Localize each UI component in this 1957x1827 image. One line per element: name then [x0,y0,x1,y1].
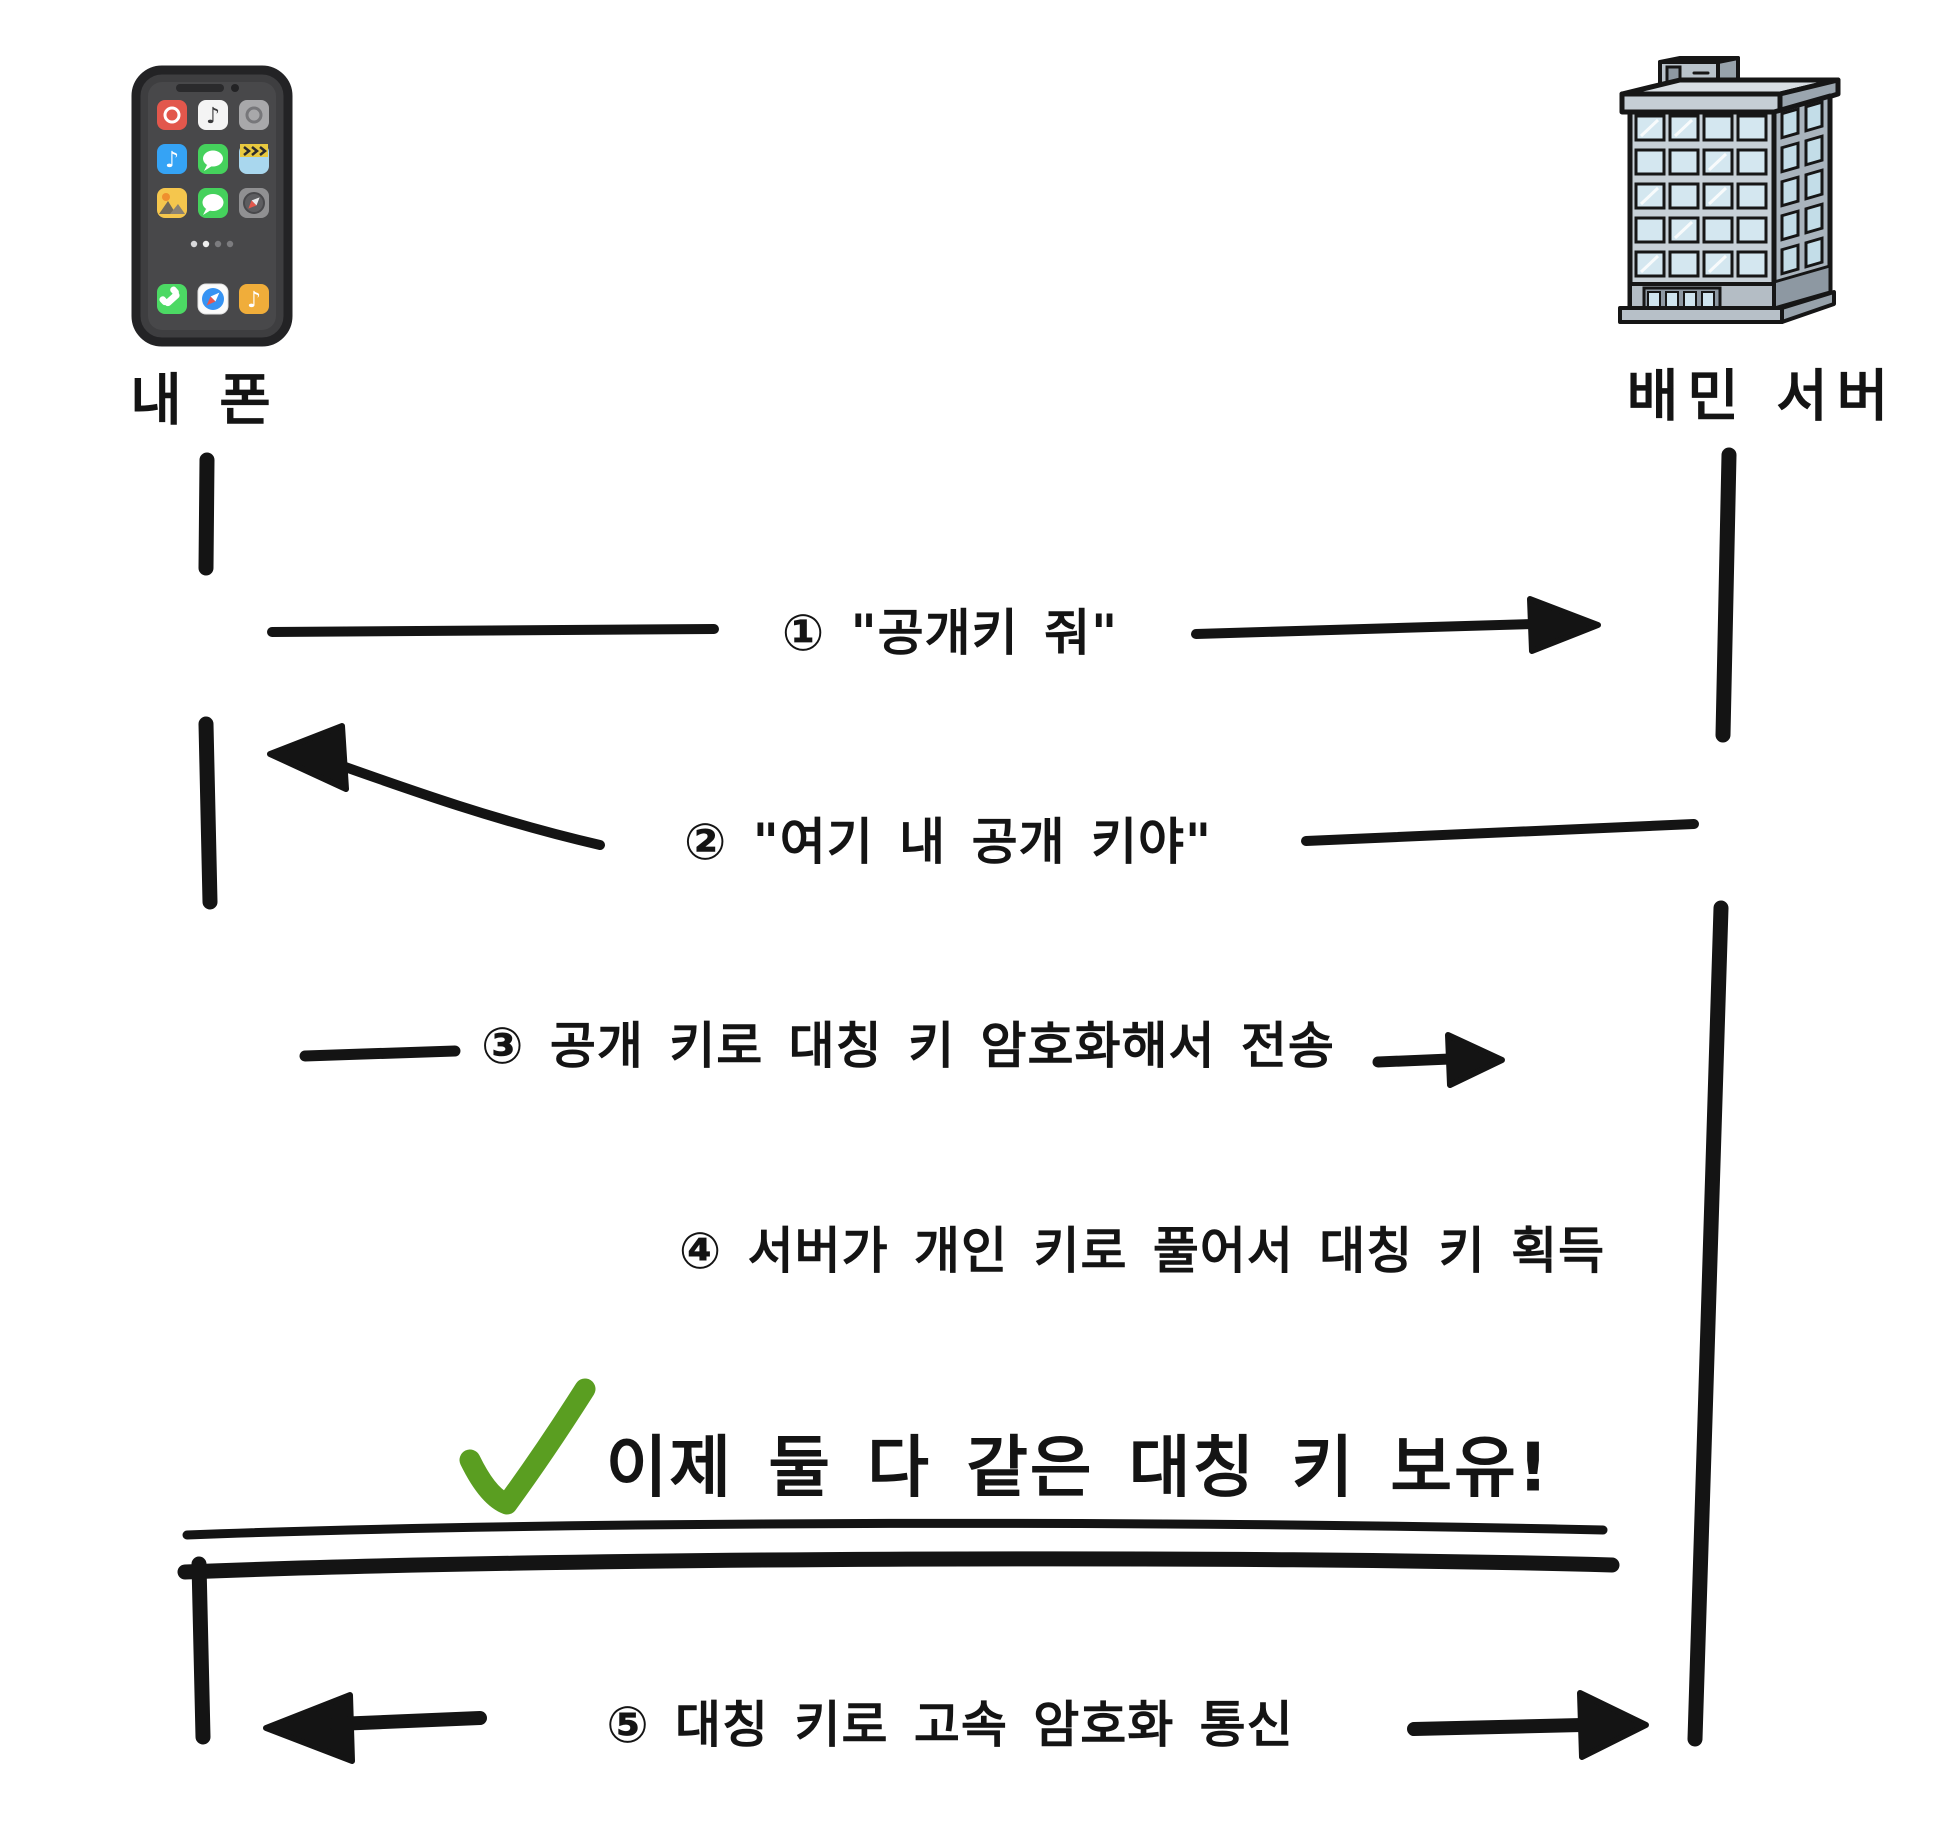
server-lifeline-segment-2 [1687,900,1729,1747]
message-3-arrow [299,1032,1505,1088]
office-building-icon [1618,56,1841,324]
building-entrance-glass [1647,291,1715,309]
building-side-windows [1772,100,1832,310]
client-lifeline-segment-3 [191,1556,211,1745]
safari-app-icon [197,283,229,315]
client-lifeline-segment-1 [198,452,215,576]
message-5-arrow [263,1690,1649,1764]
gray-camera-app-icon [239,100,269,130]
message-1-arrow [267,596,1601,654]
message-1-label: ① "공개키 줘" [781,604,1119,662]
chat-app-icon [198,144,228,174]
message-4-label: ④ 서버가 개인 키로 풀어서 대칭 키 획득 [678,1222,1606,1280]
phone-camera-dot [231,84,239,92]
message-1-arrowhead-right [1527,596,1601,654]
building-front-windows [1634,114,1768,278]
music-app-icon: ♪ [198,100,228,130]
milestone-label: 이제 둘 다 같은 대칭 키 보유! [605,1428,1551,1507]
server-lifeline-segment-1 [1715,447,1737,743]
video-app-icon [239,144,269,174]
blue-music-app-icon: ♪ [157,144,187,174]
message-3-label: ③ 공개 키로 대칭 키 암호화해서 전송 [481,1017,1335,1075]
separator-line-top [182,1518,1608,1540]
separator-line-bottom [177,1551,1620,1580]
message-5-label: ⑤ 대칭 키로 고속 암호화 통신 [606,1696,1294,1754]
message-2-arrow [267,723,1699,850]
client-actor-label: 내 폰 [130,368,280,434]
message-app-icon [198,188,228,218]
camera-app-icon [157,100,187,130]
page-dots [190,240,234,248]
orange-music-app-icon: ♪ [239,284,269,314]
message-2-arrowhead-left [267,723,349,792]
phone-app-icon [157,284,187,314]
checkmark-icon [459,1378,596,1515]
message-3-arrowhead-right [1445,1032,1505,1088]
server-actor-label: 배민 서버 [1626,364,1898,430]
message-2-label: ② "여기 내 공개 키야" [683,813,1213,871]
building-window-glints [1639,118,1728,274]
compass-app-icon [239,188,269,218]
svg-text:♪: ♪ [206,104,220,129]
client-lifeline-segment-2 [198,716,218,910]
svg-text:♪: ♪ [165,148,179,173]
photos-app-icon [157,188,187,218]
phone-speaker [176,84,224,92]
message-5-arrowhead-right [1577,1690,1649,1760]
svg-text:♪: ♪ [247,288,261,313]
smartphone-icon: ♪ ♪ [131,65,293,347]
